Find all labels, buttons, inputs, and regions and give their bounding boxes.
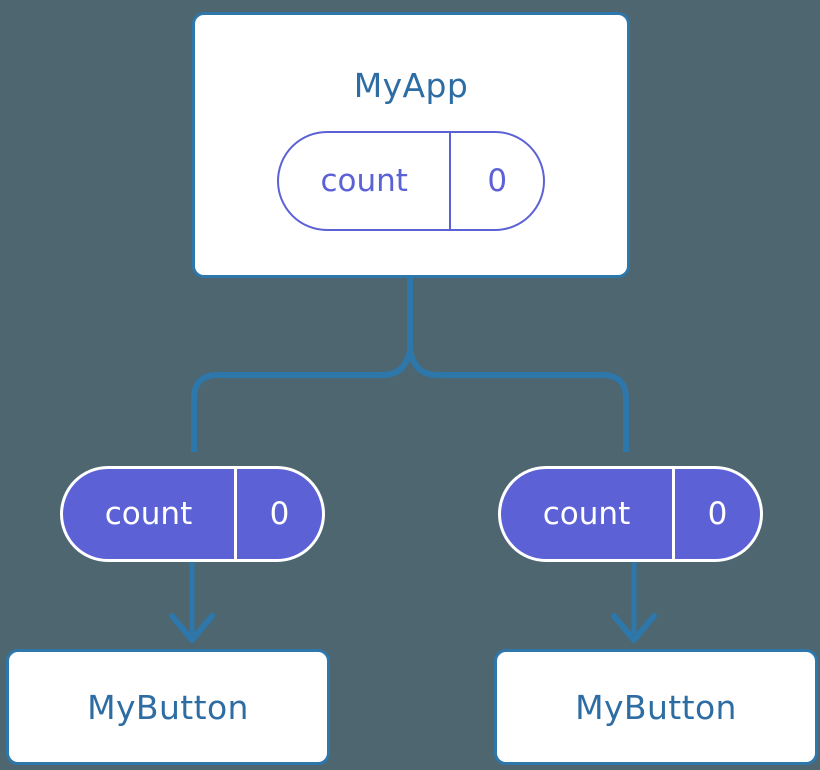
state-pill-key: count xyxy=(104,496,193,532)
state-pill-key: count xyxy=(542,496,631,532)
component-node-mybutton-right[interactable]: MyButton xyxy=(494,649,818,765)
state-pill-value: 0 xyxy=(449,133,543,229)
edge-fork-right xyxy=(407,349,629,452)
component-title: MyApp xyxy=(353,66,469,105)
component-node-mybutton-left[interactable]: MyButton xyxy=(6,649,330,765)
arrowhead-left xyxy=(169,613,215,643)
state-pill-value: 0 xyxy=(672,469,760,559)
component-title: MyButton xyxy=(87,687,249,727)
state-pill-myapp-count[interactable]: count 0 xyxy=(277,131,545,231)
state-pill-value: 0 xyxy=(234,469,322,559)
state-pill-key: count xyxy=(320,163,408,199)
state-pill-left-count[interactable]: count 0 xyxy=(60,466,325,562)
edge-fork-left xyxy=(191,349,413,452)
arrowhead-right xyxy=(611,613,657,643)
component-title: MyButton xyxy=(575,687,737,727)
state-pill-right-count[interactable]: count 0 xyxy=(498,466,763,562)
